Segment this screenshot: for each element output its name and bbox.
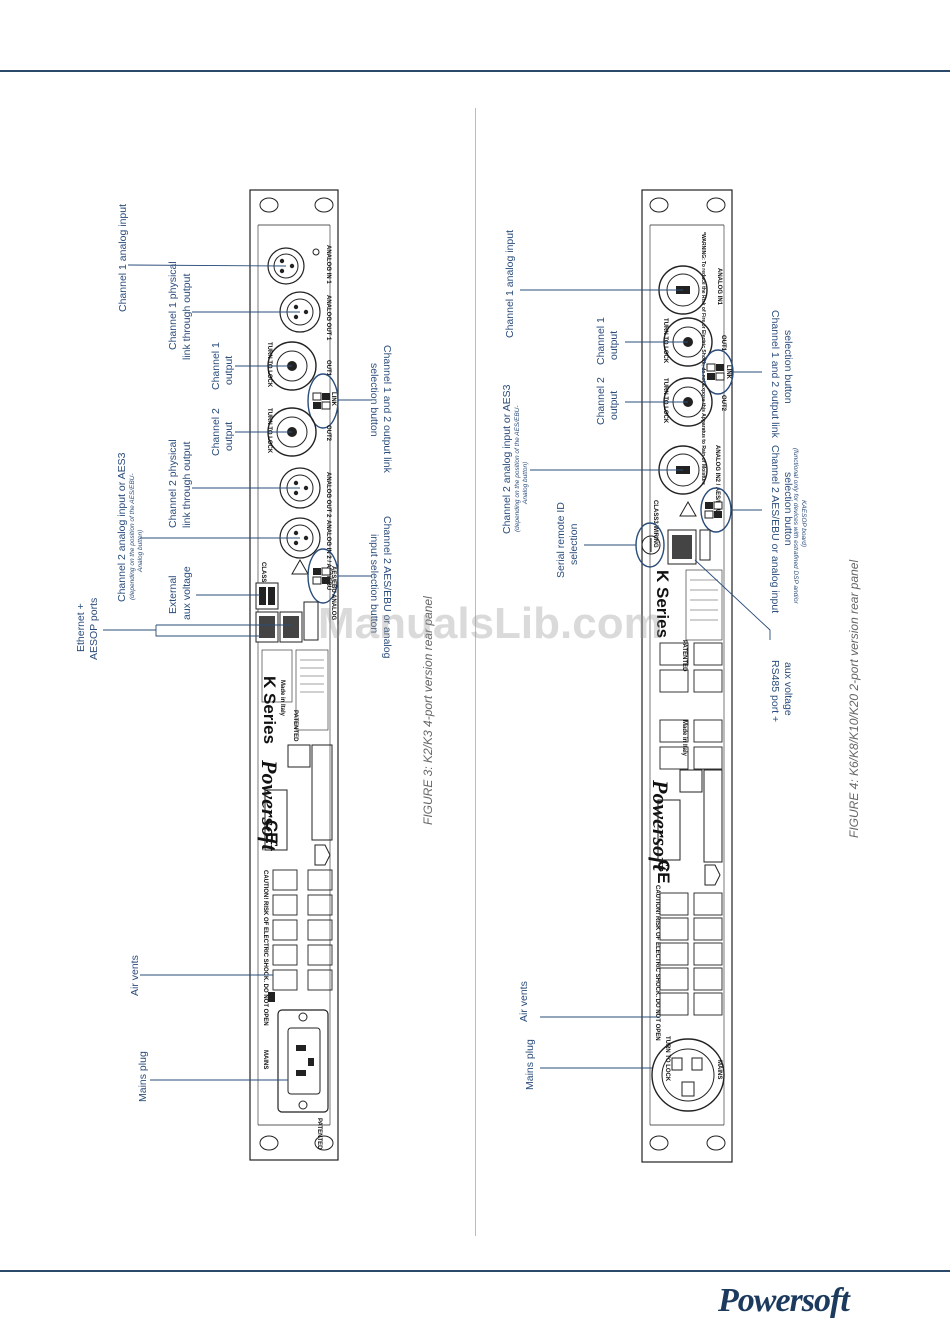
figure4-rear-panel: *WARNING: To reduce the Risk of Fire or …	[635, 189, 734, 1163]
column-divider	[475, 108, 476, 1236]
label4-ch2-analog-aes: Channel 2 analog input or AES3	[501, 384, 513, 534]
panel4-patented: PATENTED	[681, 640, 687, 672]
panel-ce-mark: CE	[262, 820, 281, 844]
figure3-rear-panel: ANALOG IN 1 ANALOG OUT 1 TURN TO LOCK OU…	[249, 189, 339, 1161]
label4-aes-button-note-2: KAESOP board)	[800, 500, 807, 547]
label-ch2-link-through-2: link through output	[181, 442, 193, 528]
figure4-caption: FIGURE 4: K6/K8/K10/K20 2-port version r…	[847, 560, 861, 838]
figure3-leader-lines	[103, 264, 372, 1081]
panel-k-series: K Series	[260, 676, 279, 744]
panel-aes-analog: AES/EBU ANALOG	[330, 566, 336, 620]
mains-plug-connector-4	[651, 1038, 725, 1112]
panel-caution: CAUTION! RISK OF ELECTRIC SHOCK. DO NOT …	[262, 870, 268, 1026]
air-vent-grid-lower-4	[659, 892, 723, 1016]
ethernet-ports	[255, 601, 319, 643]
label4-link-button-1: Channel 1 and 2 output link	[769, 310, 781, 439]
label-external-aux-1: External	[167, 575, 179, 614]
label4-aes-button-note-1: (functional only for devices with estraf…	[792, 448, 799, 605]
label4-rs485-2: aux voltage	[782, 662, 794, 716]
label4-ch2-analog-aes-note-1: (depending on the position of the AES/EB…	[514, 405, 521, 532]
panel4-turn-to-lock-1: TURN TO LOCK	[662, 318, 668, 364]
mains-plug-connector	[277, 1009, 329, 1113]
panel4-out1: OUT1	[720, 335, 726, 352]
panel4-out2: OUT2	[720, 395, 726, 412]
label4-serial-id-2: selection	[568, 523, 580, 565]
air-vent-grid	[272, 869, 333, 991]
watermark: ManualsLib.com	[318, 599, 663, 648]
panel-brand-logo: Powersoft	[257, 759, 282, 851]
label4-aes-button-2: selection button	[782, 472, 794, 546]
air-vent-grid-upper-4	[659, 642, 723, 770]
footer-brand-logo: Powersoft	[718, 1282, 850, 1319]
panel4-ce-mark: CE	[654, 860, 673, 884]
label4-mains-plug: Mains plug	[524, 1039, 536, 1090]
label-ch2-analog-aes-note-1: (depending on the position of the AES/EB…	[129, 473, 136, 600]
label-ch1-analog-input: Channel 1 analog input	[117, 204, 129, 312]
panel4-mains: MAINS	[716, 1060, 722, 1079]
label-aes-button-2: input selection button	[368, 534, 380, 633]
link-button-highlight	[307, 373, 339, 429]
label-ethernet-aesop-2: AESOP ports	[88, 598, 100, 660]
panel-analog-in-2: ANALOG IN 2 / AES/EBU	[325, 520, 331, 590]
label4-link-button-2: selection button	[782, 330, 794, 404]
label-air-vents: Air vents	[129, 955, 141, 996]
label-aes-button-1: Channel 2 AES/EBU or analog	[381, 516, 393, 659]
figure4-leader-lines	[520, 289, 771, 1069]
label4-rs485-1: RS485 port +	[769, 660, 781, 722]
panel-patented: PATENTED	[292, 710, 298, 742]
panel4-warning: *WARNING: To reduce the Risk of Fire or …	[700, 232, 706, 485]
figure3-caption: FIGURE 3: K2/K3 4-port version rear pane…	[421, 596, 435, 825]
label-ch2-output-2: output	[223, 422, 235, 451]
label-mains-plug: Mains plug	[137, 1051, 149, 1102]
label-link-button-2: selection button	[368, 363, 380, 437]
panel-analog-out-1: ANALOG OUT 1	[325, 295, 331, 341]
panel4-turn-to-lock-mains: TURN TO LOCK	[664, 1036, 670, 1082]
panel-out1: OUT1	[325, 360, 331, 377]
label-ch2-analog-aes: Channel 2 analog input or AES3	[116, 452, 128, 602]
panel-mains: MAINS	[262, 1050, 268, 1069]
label-external-aux-2: aux voltage	[181, 566, 193, 620]
panel-patented-bottom: PATENTED	[316, 1118, 322, 1150]
panel4-turn-to-lock-2: TURN TO LOCK	[662, 378, 668, 424]
label4-ch1-output-1: Channel 1	[595, 317, 607, 365]
rs485-port	[667, 529, 711, 565]
label4-aes-button-1: Channel 2 AES/EBU or analog input	[769, 445, 781, 613]
label-ch1-link-through-1: Channel 1 physical	[167, 261, 179, 350]
panel4-analog-in-1: ANALOG IN1	[716, 268, 722, 306]
panel-out2: OUT2	[325, 425, 331, 442]
bottom-rule	[0, 1270, 950, 1272]
panel-made-in-italy: Made in Italy	[279, 680, 285, 717]
top-rule	[0, 70, 950, 72]
label4-ch2-analog-aes-note-2: Analog button)	[522, 462, 529, 505]
label4-ch2-output-2: output	[608, 391, 620, 420]
panel4-analog-in-2: ANALOG IN2 / AES/EBU	[714, 445, 720, 513]
label4-ch1-analog-input: Channel 1 analog input	[504, 230, 516, 338]
panel4-caution: CAUTION! RISK OF ELECTRIC SHOCK. DO NOT …	[654, 885, 660, 1041]
panel-turn-to-lock-2: TURN TO LOCK	[266, 408, 272, 454]
label-link-button-1: Channel 1 and 2 output link	[381, 345, 393, 474]
label4-ch1-output-2: output	[608, 331, 620, 360]
label-ch1-output-1: Channel 1	[210, 342, 222, 390]
panel4-k-series: K Series	[653, 570, 672, 638]
label-ch1-output-2: output	[223, 356, 235, 385]
label4-serial-id-1: Serial remote ID	[555, 502, 567, 578]
label4-air-vents: Air vents	[518, 981, 530, 1022]
panel4-brand-logo: Powersoft	[648, 779, 673, 871]
label4-ch2-output-1: Channel 2	[595, 377, 607, 425]
panel4-made-in-italy: Made in Italy	[681, 720, 687, 757]
panel-link: LINK	[330, 392, 336, 407]
panel4-link: LINK	[725, 365, 731, 380]
label-ch1-link-through-2: link through output	[181, 274, 193, 360]
label-ch2-link-through-1: Channel 2 physical	[167, 439, 179, 528]
panel-analog-in-1: ANALOG IN 1	[325, 245, 331, 284]
label-ethernet-aesop-1: Ethernet +	[75, 603, 87, 652]
label-ch2-output-1: Channel 2	[210, 408, 222, 456]
panel-analog-out-2: ANALOG OUT 2	[325, 472, 331, 518]
panel-turn-to-lock-1: TURN TO LOCK	[266, 342, 272, 388]
label-ch2-analog-aes-note-2: Analog button)	[137, 530, 144, 573]
